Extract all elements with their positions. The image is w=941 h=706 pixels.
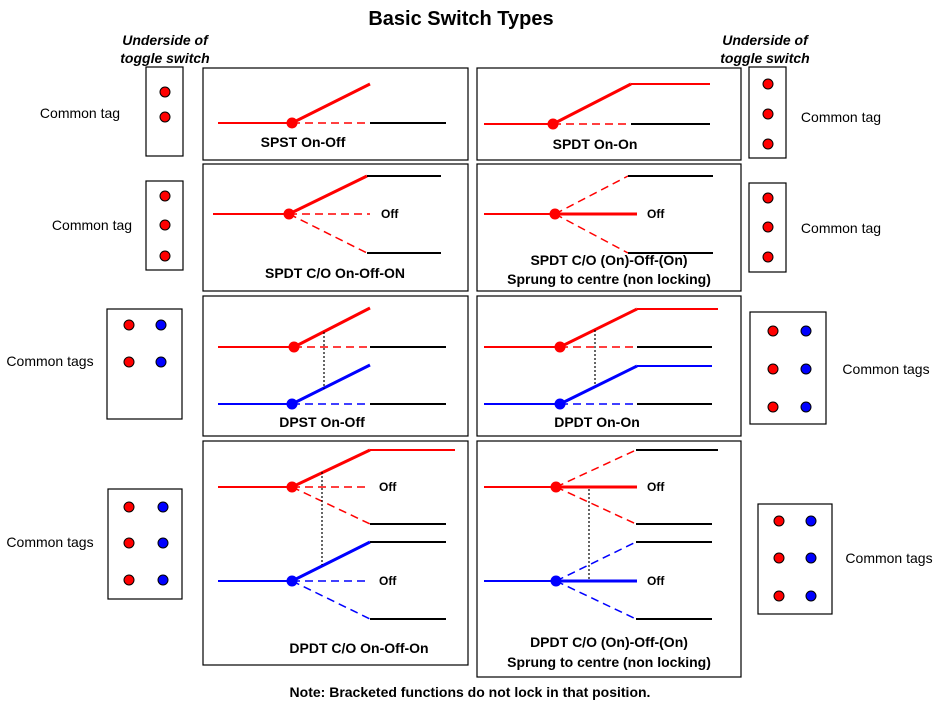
tag-box-dpst xyxy=(106,308,183,420)
off-label: Off xyxy=(379,480,397,494)
caption-dpdt-co-sprung-line1: DPDT C/O (On)-Off-(On) xyxy=(530,634,688,650)
caption-dpdt-co-sprung-line2: Sprung to centre (non locking) xyxy=(507,654,711,670)
off-label: Off xyxy=(647,207,665,221)
caption-spdt: SPDT On-On xyxy=(553,136,638,152)
off-label: Off xyxy=(647,574,665,588)
panel-spdt-co-sprung: Off SPDT C/O (On)-Off-(On) Sprung to cen… xyxy=(476,163,742,292)
panel-dpst: DPST On-Off xyxy=(202,295,469,437)
off-label: Off xyxy=(647,480,665,494)
caption-dpdt-co: DPDT C/O On-Off-On xyxy=(289,640,428,656)
underside-label-right-line1: Underside of xyxy=(722,32,809,48)
tag-box-dpdt xyxy=(749,311,827,425)
common-tags-label-7: Common tags xyxy=(842,361,929,377)
common-tags-label-8: Common tags xyxy=(845,550,932,566)
off-label: Off xyxy=(381,207,399,221)
caption-spst: SPST On-Off xyxy=(261,134,346,150)
footnote: Note: Bracketed functions do not lock in… xyxy=(290,684,651,700)
tag-box-spdt-co xyxy=(145,180,184,271)
panel-spst: SPST On-Off xyxy=(202,67,469,161)
caption-spdt-co-sprung-line1: SPDT C/O (On)-Off-(On) xyxy=(530,252,687,268)
common-tag-label-1: Common tag xyxy=(40,105,120,121)
common-tag-label-6: Common tag xyxy=(801,220,881,236)
diagram-title: Basic Switch Types xyxy=(368,8,553,30)
common-tag-label-5: Common tag xyxy=(801,109,881,125)
caption-spdt-co: SPDT C/O On-Off-ON xyxy=(265,265,405,281)
underside-label-left-line2: toggle switch xyxy=(120,50,209,66)
caption-spdt-co-sprung-line2: Sprung to centre (non locking) xyxy=(507,271,711,287)
tag-box-dpdt-co xyxy=(107,488,183,600)
underside-label-left-line1: Underside of xyxy=(122,32,209,48)
common-tags-label-3: Common tags xyxy=(6,353,93,369)
caption-dpdt: DPDT On-On xyxy=(554,414,640,430)
off-label: Off xyxy=(379,574,397,588)
caption-dpst: DPST On-Off xyxy=(279,414,365,430)
panel-spdt: SPDT On-On xyxy=(476,67,742,161)
panel-dpdt-co: Off Off DPDT C/O On-Off-On xyxy=(202,440,469,666)
tag-box-dpdt-co-sprung xyxy=(757,503,833,615)
underside-label-right-line2: toggle switch xyxy=(720,50,809,66)
tag-box-spdt xyxy=(748,66,787,159)
common-tags-label-4: Common tags xyxy=(6,534,93,550)
tag-box-spst xyxy=(145,66,184,157)
panel-dpdt: DPDT On-On xyxy=(476,295,742,437)
panel-dpdt-co-sprung: Off Off DPDT C/O (On)-Off-(On) Sprung to… xyxy=(476,440,742,678)
panel-spdt-co: Off SPDT C/O On-Off-ON xyxy=(202,163,469,292)
tag-box-spdt-co-sprung xyxy=(748,182,787,273)
common-tag-label-2: Common tag xyxy=(52,217,132,233)
